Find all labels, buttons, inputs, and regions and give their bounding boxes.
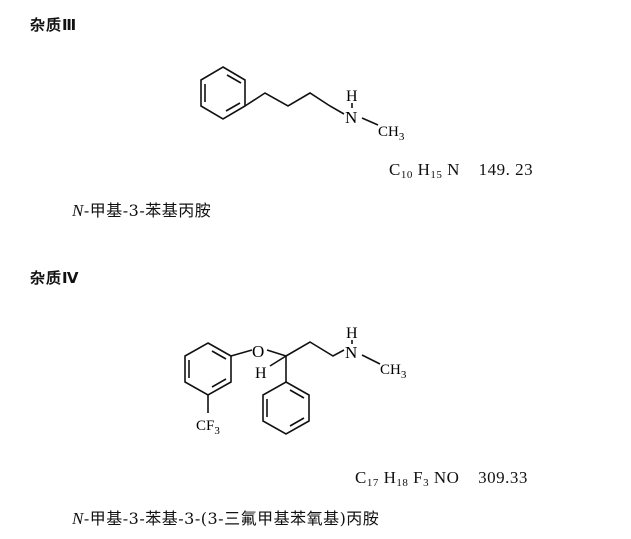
- double-bond: [211, 378, 227, 388]
- atom-h-chiral: H: [255, 365, 267, 382]
- phenyl-ring: [262, 381, 310, 435]
- formula-h: H: [417, 160, 431, 179]
- impurity-4-formula: C17 H18 F3 NO 309.33: [355, 468, 528, 489]
- formula-n: N: [447, 160, 460, 179]
- double-bond: [289, 417, 305, 427]
- formula-f: F: [413, 468, 424, 487]
- impurity-4-heading: 杂质Ⅳ: [30, 269, 80, 287]
- group-cf3: CF3: [196, 418, 220, 437]
- impurity-3-heading: 杂质Ⅲ: [30, 16, 78, 34]
- impurity-3-formula: C10 H15 N 149. 23: [389, 160, 533, 181]
- ether-bond: [266, 349, 287, 357]
- benzene-ring: [200, 66, 246, 120]
- formula-c-count: 10: [400, 169, 413, 181]
- formula-c: C: [355, 468, 367, 487]
- propyl-chain: [244, 92, 345, 115]
- trifluoromethyl-benzene-ring: [184, 342, 232, 396]
- name-italic-prefix: N: [72, 201, 84, 220]
- formula-h-count: 15: [430, 169, 443, 181]
- group-ch3: CH3: [380, 362, 407, 381]
- formula-f-count: 3: [423, 477, 430, 489]
- impurity-3-chemical-name: N-甲基-3-苯基丙胺: [72, 197, 211, 221]
- double-bond: [226, 74, 242, 84]
- formula-c-count: 17: [366, 477, 379, 489]
- double-bond: [211, 350, 227, 360]
- ethyl-chain: [285, 341, 345, 357]
- formula-h-count: 18: [396, 477, 409, 489]
- formula-no: NO: [433, 468, 460, 487]
- double-bond: [225, 102, 241, 112]
- molecular-weight: 149. 23: [478, 160, 534, 179]
- atom-h: H: [346, 88, 358, 105]
- atom-n: N: [345, 343, 357, 362]
- name-italic-prefix: N: [72, 509, 84, 528]
- group-ch3: CH3: [378, 124, 405, 143]
- atom-n: N: [345, 108, 357, 127]
- n-methyl-bond: [361, 117, 379, 126]
- impurity-3-bonds: [200, 66, 379, 126]
- atom-o: O: [252, 342, 264, 361]
- formula-c: C: [389, 160, 401, 179]
- name-text: -甲基-3-苯基丙胺: [83, 201, 212, 220]
- molecular-weight: 309.33: [478, 468, 528, 487]
- name-text: -甲基-3-苯基-3-(3-三氟甲基苯氧基)丙胺: [83, 509, 380, 528]
- formula-h: H: [383, 468, 397, 487]
- atom-h: H: [346, 325, 358, 342]
- ch-bond: [269, 355, 287, 367]
- n-methyl-bond: [361, 354, 381, 365]
- double-bond: [289, 389, 305, 399]
- impurity-4-chemical-name: N-甲基-3-苯基-3-(3-三氟甲基苯氧基)丙胺: [72, 505, 379, 529]
- impurity-4-bonds: [184, 340, 381, 435]
- aryl-ether-bond: [230, 349, 253, 357]
